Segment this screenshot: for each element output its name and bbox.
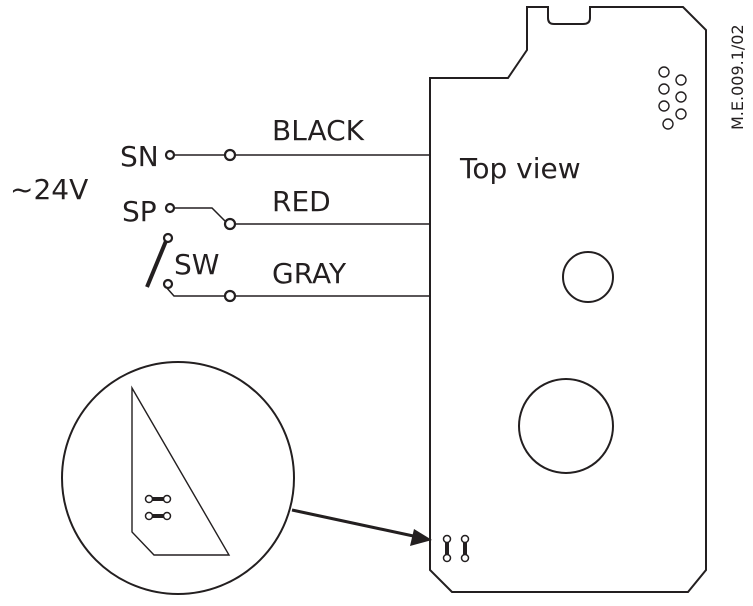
- detail-arrow: [291, 508, 432, 546]
- terminals: [162, 148, 237, 303]
- gray-wire-label: GRAY: [272, 257, 347, 290]
- terminal-red: [223, 217, 237, 231]
- supply-voltage-label: ~24V: [10, 173, 88, 206]
- wire-red: [174, 207, 430, 225]
- connector-holes: [658, 66, 687, 130]
- terminal-sp: [164, 202, 176, 214]
- terminal-black: [223, 148, 237, 162]
- red-wire-label: RED: [272, 185, 331, 218]
- detail-magnifier: [61, 361, 295, 595]
- terminal-sw-top: [162, 232, 174, 244]
- detail-jumper-pins: [144, 494, 172, 521]
- mounting-hole-large: [518, 378, 614, 474]
- top-view-label: Top view: [459, 152, 581, 185]
- terminal-sn: [164, 149, 176, 161]
- wire-gray: [165, 286, 430, 297]
- wires: [165, 154, 430, 297]
- device-outline: [429, 6, 707, 593]
- device-jumper-pins: [442, 534, 470, 563]
- sp-label: SP: [122, 195, 157, 228]
- switch-lever: [145, 240, 168, 288]
- detail-housing-corner: [131, 385, 231, 556]
- black-wire-label: BLACK: [272, 114, 365, 147]
- sn-label: SN: [120, 140, 159, 173]
- mounting-hole-small: [562, 251, 614, 303]
- terminal-sw-bottom: [162, 278, 174, 290]
- sw-label: SW: [174, 248, 219, 281]
- drawing-reference: M.E.009.1/02: [728, 24, 747, 130]
- terminal-gray: [223, 289, 237, 303]
